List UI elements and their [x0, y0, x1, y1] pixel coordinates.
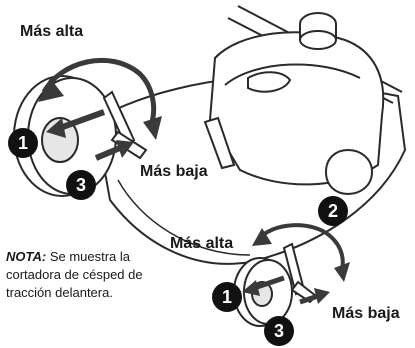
- rear-pull-arrow: [253, 275, 285, 291]
- front-drive-note: NOTA: Se muestra la cortadora de césped …: [6, 248, 156, 302]
- step-3-rear: 3: [264, 316, 294, 346]
- step-1-rear: 1: [212, 282, 242, 312]
- step-2-rear: 2: [318, 196, 348, 226]
- front-pull-arrow: [58, 109, 106, 131]
- note-lead: NOTA:: [6, 249, 47, 264]
- front-adjust-arc: [41, 57, 157, 129]
- step-3-front: 3: [66, 170, 96, 200]
- rear-wheel: [233, 257, 293, 327]
- rear-adjust-arc: [256, 223, 345, 275]
- rear-push-arrow: [299, 293, 319, 305]
- front-push-arrow: [94, 145, 122, 161]
- engine: [203, 12, 385, 196]
- label-rear-higher: Más alta: [170, 235, 234, 252]
- label-rear-lower: Más baja: [332, 305, 400, 322]
- label-front-higher: Más alta: [20, 23, 84, 40]
- label-front-lower: Más baja: [140, 163, 208, 180]
- step-1-front: 1: [8, 128, 38, 158]
- note-text: Se muestra la cortadora de césped de tra…: [6, 249, 143, 300]
